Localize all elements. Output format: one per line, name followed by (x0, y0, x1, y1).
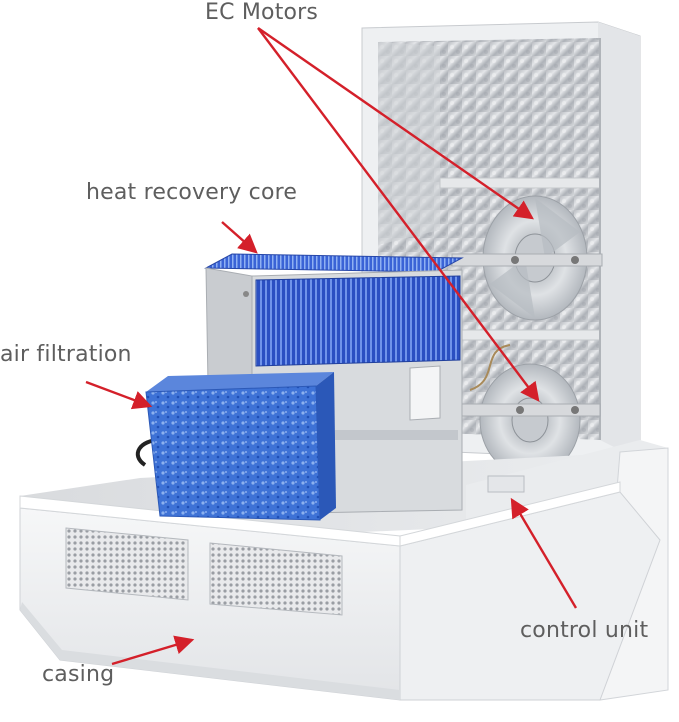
arrow-ec-motors-upper (257, 27, 534, 220)
casing-label: casing (42, 662, 115, 687)
control-unit-label: control unit (520, 618, 649, 643)
heat-recovery-core-label: heat recovery core (86, 180, 298, 205)
ec-motors-label: EC Motors (205, 0, 319, 25)
arrow-air-filtration (85, 380, 153, 410)
lower-fan (449, 344, 601, 477)
arrow-ec-motors-lower (257, 27, 540, 402)
arrow-heat-recovery-core (221, 221, 258, 254)
air-filter (145, 372, 336, 521)
arrow-casing (111, 635, 195, 666)
air-filtration-label: air filtration (0, 342, 132, 367)
arrow-control-unit (510, 497, 578, 609)
upper-fan (451, 195, 603, 321)
annotation-arrows (85, 27, 578, 666)
